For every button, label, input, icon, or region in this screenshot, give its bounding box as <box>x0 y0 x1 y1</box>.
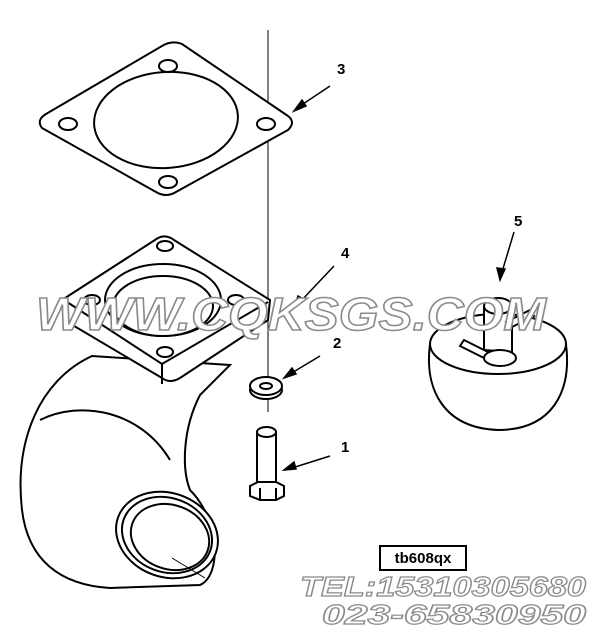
cap-part <box>428 297 568 432</box>
callout-2: 2 <box>333 335 341 352</box>
leader-1 <box>291 455 331 469</box>
watermark-site: WWW.CQKSGS.COM <box>36 288 548 340</box>
elbow-housing-part <box>19 235 272 590</box>
leader-3 <box>299 85 331 107</box>
leader-5 <box>501 231 515 273</box>
bolt-part <box>249 426 285 501</box>
callout-1: 1 <box>341 439 349 456</box>
watermark-tel: TEL:15310305680 <box>300 571 587 602</box>
gasket-part <box>38 41 293 196</box>
callout-4: 4 <box>341 245 350 262</box>
leader-2 <box>289 355 321 375</box>
watermark-phone: 023-65830950 <box>322 599 587 630</box>
leader-4 <box>299 265 335 303</box>
drawing-code-label: tb608qx <box>379 545 467 571</box>
leader-arrows <box>281 85 515 471</box>
washer-part <box>249 376 283 400</box>
callout-5: 5 <box>514 213 522 230</box>
callout-3: 3 <box>337 61 345 78</box>
